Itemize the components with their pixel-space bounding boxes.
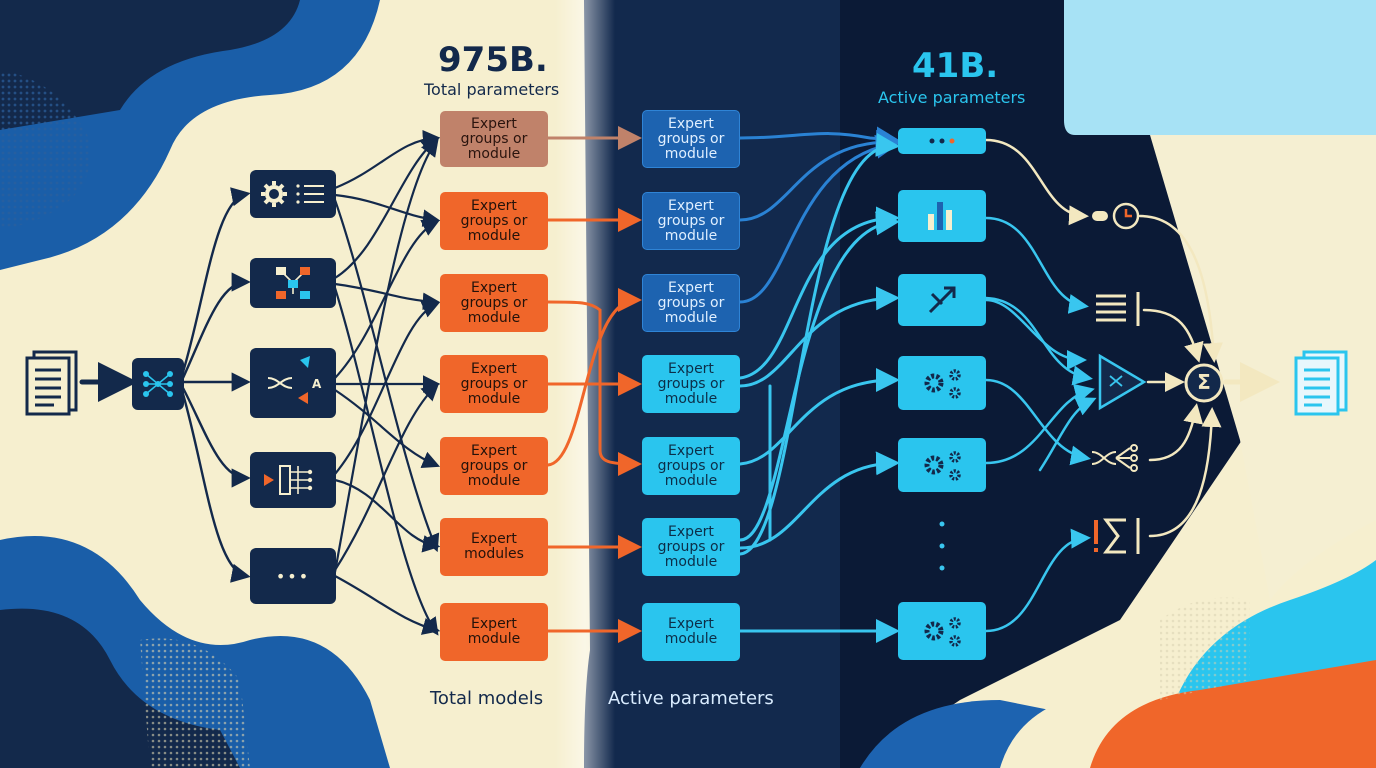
svg-text:A: A bbox=[312, 377, 322, 391]
dots-node bbox=[898, 128, 986, 154]
expand-node bbox=[898, 274, 986, 326]
total-expert-6: Expert modules bbox=[440, 518, 548, 576]
active-expert-5: Expert groups or module bbox=[642, 437, 740, 495]
gears-icon bbox=[924, 617, 961, 647]
total-expert-3: Expert groups or module bbox=[440, 274, 548, 332]
tree-node bbox=[250, 452, 336, 508]
vertical-ellipsis-icon bbox=[939, 521, 945, 571]
sigma-icon bbox=[1184, 363, 1224, 403]
clock-icon bbox=[1090, 200, 1144, 232]
gears-node-3 bbox=[898, 602, 986, 660]
footer-active-params: Active parameters bbox=[608, 688, 774, 709]
funnel-icon bbox=[1096, 352, 1148, 412]
bar-chart-icon bbox=[928, 202, 952, 230]
branch-icon bbox=[1090, 440, 1150, 476]
total-expert-5: Expert groups or module bbox=[440, 437, 548, 495]
active-expert-6: Expert groups or module bbox=[642, 518, 740, 576]
dots-icon bbox=[929, 138, 955, 144]
total-expert-2: Expert groups or module bbox=[440, 192, 548, 250]
ellipsis-node: ••• bbox=[250, 548, 336, 604]
sum-node: Σ bbox=[1183, 362, 1225, 404]
gear-list-icon bbox=[261, 181, 324, 207]
active-params-value: 41B. bbox=[912, 46, 999, 86]
active-expert-1: Expert groups or module bbox=[642, 110, 740, 168]
total-expert-7: Expert module bbox=[440, 603, 548, 661]
total-expert-4: Expert groups or module bbox=[440, 355, 548, 413]
total-params-value: 975B. bbox=[438, 40, 548, 80]
flowchart-icon bbox=[276, 267, 310, 299]
total-expert-1: Expert groups or module bbox=[440, 111, 548, 167]
tree-icon bbox=[264, 465, 313, 495]
input-document-icon bbox=[24, 348, 80, 416]
sum-symbol: Σ bbox=[1197, 370, 1211, 394]
output-document-icon bbox=[1290, 348, 1350, 418]
router-node bbox=[132, 358, 184, 410]
sigma-bar-icon bbox=[1092, 514, 1148, 558]
expand-icon bbox=[928, 286, 956, 314]
shuffle-node: A bbox=[250, 348, 336, 418]
gears-node-2 bbox=[898, 438, 986, 492]
footer-total-models: Total models bbox=[430, 688, 544, 709]
active-expert-7: Expert module bbox=[642, 603, 740, 661]
gears-node-1 bbox=[898, 356, 986, 410]
bar-chart-node bbox=[898, 190, 986, 242]
active-expert-4: Expert groups or module bbox=[642, 355, 740, 413]
router-icon bbox=[143, 371, 173, 397]
ellipsis-icon: ••• bbox=[275, 566, 311, 586]
gears-icon bbox=[924, 369, 961, 399]
lines-icon bbox=[1094, 290, 1144, 328]
active-params-label: Active parameters bbox=[878, 88, 1026, 107]
active-expert-3: Expert groups or module bbox=[642, 274, 740, 332]
active-expert-2: Expert groups or module bbox=[642, 192, 740, 250]
gears-icon bbox=[924, 451, 961, 481]
flowchart-node bbox=[250, 258, 336, 308]
shuffle-icon: A bbox=[267, 356, 322, 404]
gear-list-node bbox=[250, 170, 336, 218]
total-params-label: Total parameters bbox=[424, 80, 560, 99]
